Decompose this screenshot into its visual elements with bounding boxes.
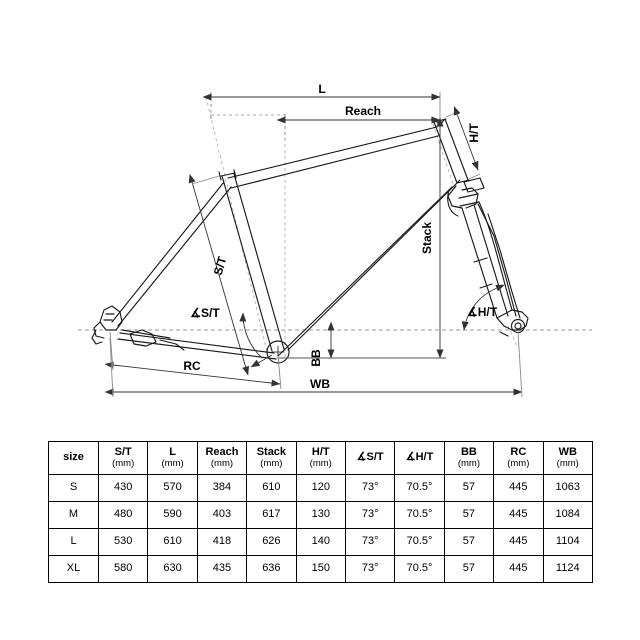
table-cell-value: 445	[493, 501, 544, 529]
label-bb: BB	[309, 349, 323, 367]
table-header-cell-l: L(mm)	[147, 441, 198, 475]
table-cell-value: 445	[493, 555, 544, 583]
table-cell-value: 70.5°	[394, 528, 445, 556]
frame-drawing	[91, 118, 529, 364]
label-angle-st: ∡S/T	[190, 306, 220, 320]
angle-arc-st	[239, 312, 263, 359]
label-l: L	[318, 82, 325, 96]
table-cell-value: 1063	[542, 474, 594, 502]
table-cell-size: XL	[48, 555, 99, 583]
table-cell-value: 1084	[542, 501, 594, 529]
table-cell-value: 70.5°	[394, 474, 445, 502]
table-cell-value: 73°	[344, 555, 396, 583]
dimension-labels: L Reach Stack H/T S/T ∡S/T ∡H/T BB RC WB	[183, 82, 497, 391]
table-cell-value: 530	[97, 528, 149, 556]
table-cell-value: 140	[295, 528, 346, 556]
table-cell-value: 630	[147, 555, 198, 583]
table-cell-value: 57	[443, 528, 495, 556]
table-cell-value: 150	[295, 555, 346, 583]
label-rc: RC	[183, 359, 201, 373]
table-cell-value: 626	[246, 528, 297, 556]
label-angle-ht: ∡H/T	[467, 305, 498, 319]
table-cell-value: 1104	[542, 528, 594, 556]
table-cell-value: 57	[443, 474, 495, 502]
table-header-cell-st: S/T(mm)	[97, 441, 149, 475]
table-cell-value: 580	[97, 555, 149, 583]
table-cell-value: 70.5°	[394, 555, 445, 583]
table-header-cell-rc: RC(mm)	[493, 441, 544, 475]
frame-geometry-diagram: L Reach Stack H/T S/T ∡S/T ∡H/T BB RC WB	[78, 82, 592, 398]
table-cell-value: 617	[246, 501, 297, 529]
label-ht: H/T	[467, 123, 481, 143]
table-cell-value: 70.5°	[394, 501, 445, 529]
table-cell-value: 435	[196, 555, 248, 583]
label-reach: Reach	[345, 104, 381, 118]
table-header-cell-wb: WB(mm)	[542, 441, 594, 475]
dimension-ht	[453, 106, 479, 171]
table-cell-value: 73°	[344, 528, 396, 556]
dimension-rc	[104, 361, 281, 387]
table-cell-value: 590	[147, 501, 198, 529]
table-cell-value: 445	[493, 474, 544, 502]
table-cell-value: 610	[147, 528, 198, 556]
label-wb: WB	[310, 377, 330, 391]
table-cell-value: 403	[196, 501, 248, 529]
table-header-cell-size: size	[48, 441, 99, 475]
table-header-cell-stack: Stack(mm)	[246, 441, 297, 475]
table-cell-value: 384	[196, 474, 248, 502]
dimension-st	[188, 173, 249, 376]
table-cell-value: 570	[147, 474, 198, 502]
table-cell-value: 57	[443, 555, 495, 583]
table-cell-size: L	[48, 528, 99, 556]
table-header-cell-bb: BB(mm)	[443, 441, 495, 475]
table-cell-value: 636	[246, 555, 297, 583]
table-cell-value: 1124	[542, 555, 594, 583]
table-cell-value: 73°	[344, 501, 396, 529]
table-cell-size: M	[48, 501, 99, 529]
table-cell-value: 120	[295, 474, 346, 502]
table-header-cell-reach: Reach(mm)	[196, 441, 248, 475]
label-st: S/T	[211, 254, 230, 276]
angle-arc-ht	[461, 284, 505, 331]
table-header-cell-ht: ∡H/T	[394, 441, 445, 475]
table-cell-value: 418	[196, 528, 248, 556]
table-cell-value: 445	[493, 528, 544, 556]
label-stack: Stack	[420, 222, 434, 254]
table-cell-value: 610	[246, 474, 297, 502]
table-cell-value: 130	[295, 501, 346, 529]
table-cell-size: S	[48, 474, 99, 502]
table-cell-value: 73°	[344, 474, 396, 502]
dimension-lines	[104, 92, 523, 398]
table-cell-value: 480	[97, 501, 149, 529]
table-header-cell-ht: H/T(mm)	[295, 441, 346, 475]
table-header-cell-st: ∡S/T	[344, 441, 396, 475]
table-cell-value: 430	[97, 474, 149, 502]
table-cell-value: 57	[443, 501, 495, 529]
